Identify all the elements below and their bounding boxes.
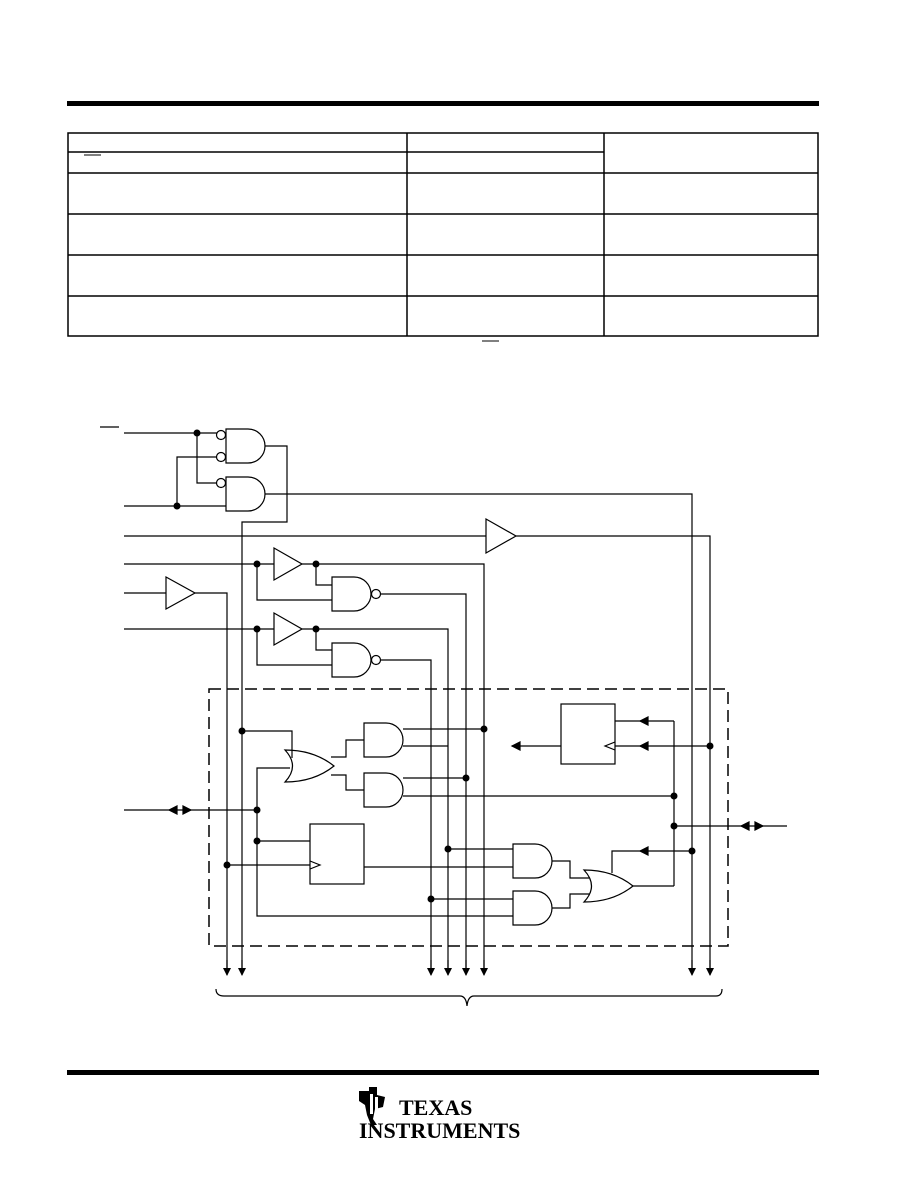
nand-gate [331,576,372,612]
inverter-bubble [215,429,227,441]
logic-diagram [100,426,787,1007]
wire [176,456,216,506]
wire [242,730,293,758]
wire [611,850,692,873]
junction-dots [173,429,714,903]
wire [256,767,513,917]
or-gate [283,749,335,783]
buffer [165,575,197,611]
arrowhead [638,716,649,726]
wire [302,628,449,968]
inverter-bubble [370,588,382,600]
wire [315,564,332,586]
nand-gate [331,642,372,678]
wire [196,433,216,484]
and-gate [512,843,553,879]
arrowhead [182,805,193,815]
wire [256,629,332,666]
company-line2: INSTRUMENTS [359,1118,520,1141]
ti-logo-icon: TEXAS INSTRUMENTS [359,1087,520,1141]
company-line1: TEXAS [399,1095,472,1120]
wire [241,445,288,968]
arrowhead [510,741,521,751]
wire [302,563,485,968]
or-gate [582,869,634,903]
register-block [560,703,616,765]
clock-marker [309,860,322,870]
inverter-bubble [370,654,382,666]
arrowhead [167,805,178,815]
inverter-bubble [215,451,227,463]
header-rule [67,101,819,106]
wire [315,629,332,651]
wire [516,535,711,968]
wire [256,564,332,601]
buffer [485,517,518,555]
arrowhead [638,741,649,751]
and-gate [225,476,266,512]
wire [331,739,364,758]
arrowhead [739,821,750,831]
footer-rule [67,1070,819,1075]
table-border [67,132,819,337]
wire [331,774,364,791]
wire [552,860,589,879]
arrowhead [638,846,649,856]
function-table [67,132,819,337]
wire [552,893,589,909]
inverter-bubble [215,477,227,489]
register-block [309,823,365,885]
macrocell-boundary [208,688,729,947]
arrowhead [754,821,765,831]
wire [381,593,467,968]
output-bus-brace [215,988,723,1007]
wire [265,493,693,968]
and-gate [225,428,266,464]
and-gate [363,772,404,808]
wire [381,659,432,968]
clock-marker [603,741,616,751]
wire [195,592,228,968]
and-gate [363,722,404,758]
buffer [273,611,304,647]
buffer [273,546,304,582]
and-gate [512,890,553,926]
